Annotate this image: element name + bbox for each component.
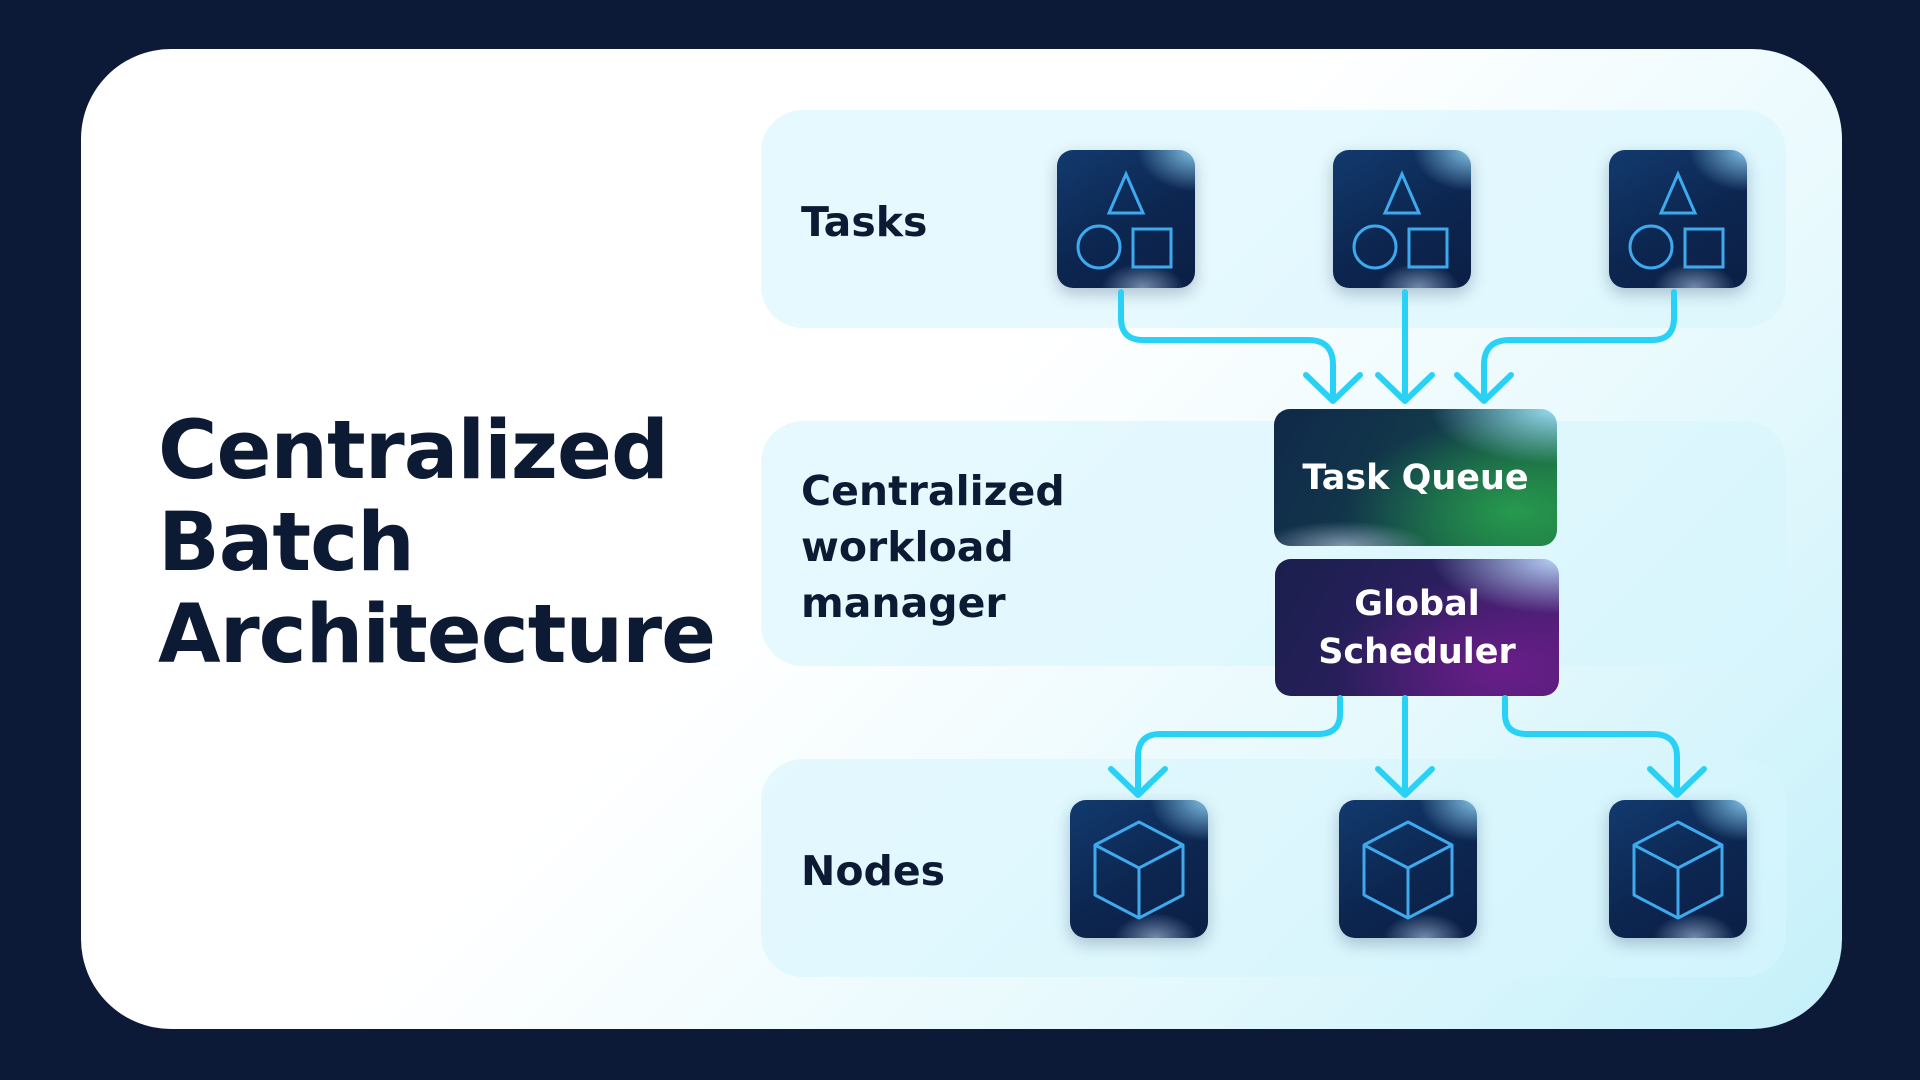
cube-icon (1632, 820, 1724, 920)
manager-label-line-1: Centralized (801, 467, 1065, 515)
tasks-label: Tasks (801, 198, 928, 246)
node-tile-3 (1609, 800, 1747, 938)
cube-icon (1093, 820, 1185, 920)
global-scheduler-line-1: Global (1354, 583, 1480, 624)
global-scheduler-box: Global Scheduler (1275, 559, 1559, 696)
task-tile-1 (1057, 150, 1195, 288)
cube-icon (1362, 820, 1454, 920)
shapes-icon (1352, 170, 1449, 270)
manager-label-line-2: workload (801, 523, 1014, 571)
manager-label-line-3: manager (801, 579, 1006, 627)
title-line-3: Architecture (158, 588, 716, 682)
manager-row (761, 421, 1786, 666)
task-queue-box: Task Queue (1274, 409, 1557, 546)
task-tile-3 (1609, 150, 1747, 288)
title-line-1: Centralized (158, 404, 669, 498)
global-scheduler-line-2: Scheduler (1318, 631, 1516, 672)
manager-label: Centralized workload manager (801, 463, 1065, 631)
node-tile-2 (1339, 800, 1477, 938)
title-line-2: Batch (158, 496, 415, 590)
shapes-icon (1628, 170, 1725, 270)
node-tile-1 (1070, 800, 1208, 938)
page-title: Centralized Batch Architecture (158, 405, 778, 681)
shapes-icon (1076, 170, 1173, 270)
task-tile-2 (1333, 150, 1471, 288)
nodes-label: Nodes (801, 847, 946, 895)
task-queue-label: Task Queue (1302, 457, 1529, 498)
